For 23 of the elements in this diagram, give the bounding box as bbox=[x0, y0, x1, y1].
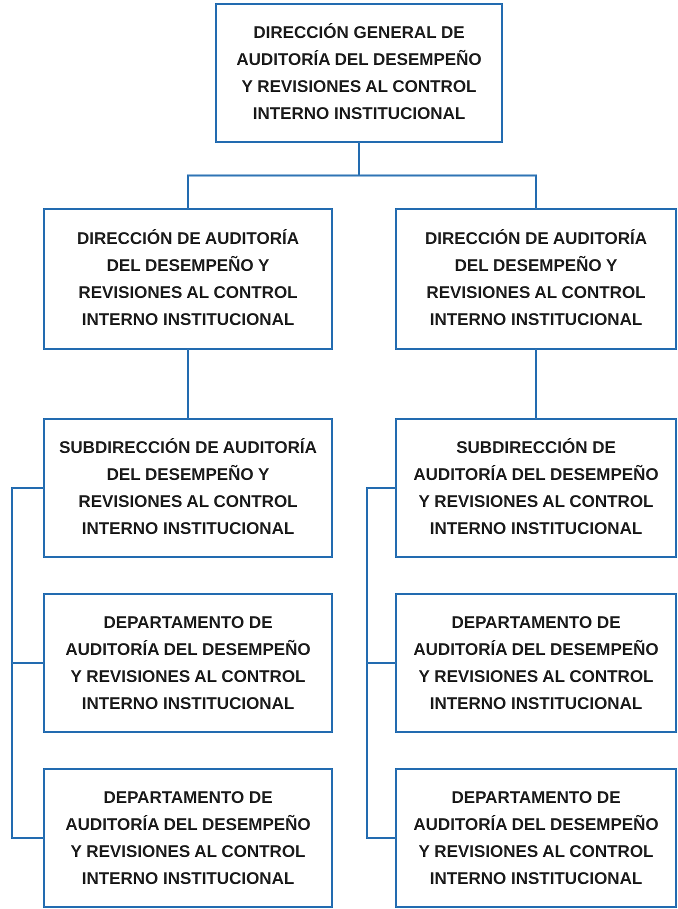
connector-line bbox=[11, 487, 43, 839]
connector-line bbox=[187, 350, 189, 418]
org-unit-box bbox=[395, 768, 677, 908]
org-unit-box bbox=[43, 418, 333, 558]
unit-title: DEPARTAMENTO DE AUDITORÍA DEL DESEMPEÑO Y REVISIONES AL CONTROL INTERNO INSTITUCIONAL bbox=[412, 787, 660, 890]
org-unit-box bbox=[43, 208, 333, 350]
org-unit-box bbox=[395, 208, 677, 350]
connector-line bbox=[366, 487, 395, 839]
org-unit-box bbox=[43, 768, 333, 908]
unit-title: DEPARTAMENTO DE AUDITORÍA DEL DESEMPEÑO Y REVISIONES AL CONTROL INTERNO INSTITUCIONAL bbox=[64, 787, 312, 890]
org-unit-box bbox=[215, 3, 503, 143]
org-unit-box bbox=[395, 418, 677, 558]
connector-line bbox=[535, 350, 537, 418]
unit-title: SUBDIRECCIÓN DE AUDITORÍA DEL DESEMPEÑO Y REVISIONES AL CONTROL INTERNO INSTITUCIONAL bbox=[412, 437, 660, 540]
unit-title: DEPARTAMENTO DE AUDITORÍA DEL DESEMPEÑO Y REVISIONES AL CONTROL INTERNO INSTITUCIONAL bbox=[412, 612, 660, 715]
connector-line bbox=[358, 143, 537, 208]
unit-title: DEPARTAMENTO DE AUDITORÍA DEL DESEMPEÑO Y REVISIONES AL CONTROL INTERNO INSTITUCIONAL bbox=[64, 612, 312, 715]
unit-title: DIRECCIÓN DE AUDITORÍA DEL DESEMPEÑO Y REVISIONES AL CONTROL INTERNO INSTITUCIONAL bbox=[76, 228, 300, 331]
unit-title: DIRECCIÓN GENERAL DE AUDITORÍA DEL DESEMPEÑO Y REVISIONES AL CONTROL INTERNO INSTITUCIONAL bbox=[235, 22, 483, 125]
org-unit-box bbox=[43, 593, 333, 733]
org-unit-box bbox=[395, 593, 677, 733]
unit-title: DIRECCIÓN DE AUDITORÍA DEL DESEMPEÑO Y REVISIONES AL CONTROL INTERNO INSTITUCIONAL bbox=[424, 228, 648, 331]
unit-title: SUBDIRECCIÓN DE AUDITORÍA DEL DESEMPEÑO Y REVISIONES AL CONTROL INTERNO INSTITUCIONAL bbox=[59, 437, 317, 540]
